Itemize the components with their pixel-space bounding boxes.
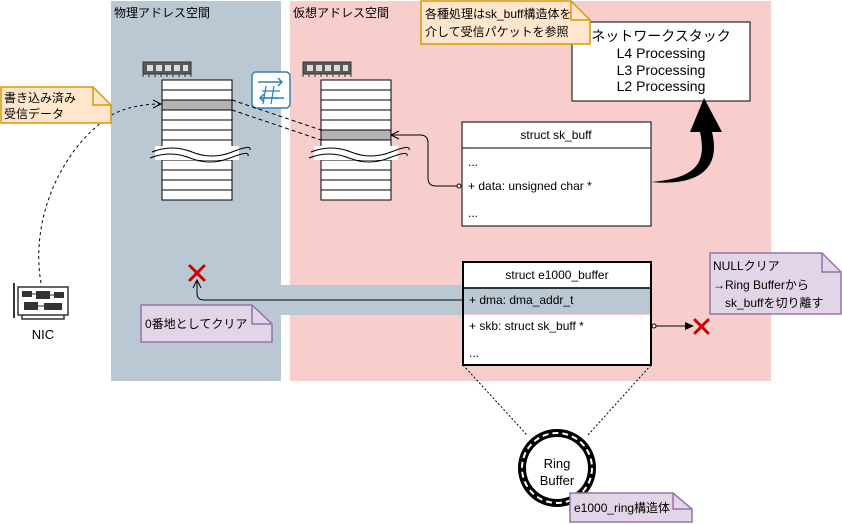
- physical-memory-table: [149, 79, 251, 201]
- null-clear-note-line: sk_buffを切り離す: [725, 296, 823, 310]
- ring-buffer-icon: [518, 429, 596, 507]
- zero-clear-note-text: 0番地としてクリア: [145, 317, 247, 331]
- mapping-line: [231, 99, 322, 131]
- written-data-note-line: 受信データ: [4, 106, 64, 121]
- memory-chip-icon: [302, 61, 352, 77]
- network-layer-label: L4 Processing: [617, 45, 706, 61]
- sk-buff-box: [461, 121, 652, 227]
- cleared-address-icon: [188, 264, 206, 282]
- dma-pointer-arrow: [197, 281, 463, 301]
- ring-struct-note-text: e1000_ring構造体: [574, 501, 670, 515]
- null-clear-note-line: NULLクリア: [713, 259, 780, 273]
- data-pointer-arrow: [392, 135, 461, 187]
- memory-chip-icon: [142, 61, 192, 77]
- e1000-buffer-field: ...: [469, 346, 479, 360]
- e1000-buffer-box: [462, 261, 652, 366]
- ring-buffer-label: Buffer: [540, 473, 575, 488]
- null-pointer-icon: [693, 318, 710, 335]
- network-stack-title: ネットワークスタック: [591, 28, 731, 44]
- processing-ref-note-line: 各種処理はsk_buff構造体を: [425, 6, 571, 21]
- processing-ref-note: [420, 0, 591, 45]
- virtual-memory-table: [308, 79, 410, 201]
- zero-clear-note: [140, 304, 273, 343]
- processing-arrow: [651, 98, 722, 183]
- sk-buff-field: ...: [468, 206, 478, 220]
- virtual-region-label: 仮想アドレス空間: [293, 5, 389, 20]
- network-layer-label: L2 Processing: [617, 78, 706, 94]
- e1000-buffer-field: + dma: dma_addr_t: [469, 293, 574, 307]
- network-layer-label: L3 Processing: [617, 62, 706, 78]
- nic-label: NIC: [32, 327, 54, 342]
- sk-buff-title: struct sk_buff: [520, 128, 592, 142]
- dma-field-band: [463, 288, 651, 314]
- nic-write-curve: [38, 104, 160, 284]
- network-stack-box: [571, 21, 751, 102]
- processing-ref-note-line: 介して受信パケットを参照: [425, 24, 569, 39]
- physical-region-label: 物理アドレス空間: [114, 6, 210, 20]
- e1000-buffer-field: + skb: struct sk_buff *: [469, 319, 584, 333]
- written-data-note: [0, 86, 112, 124]
- e1000-buffer-title: struct e1000_buffer: [505, 268, 608, 282]
- nic-icon: [13, 283, 69, 320]
- null-clear-note-line: →Ring Bufferから: [713, 278, 809, 292]
- ring-struct-note: [569, 492, 693, 523]
- mapping-line: [231, 109, 322, 141]
- address-translation-icon: [251, 71, 291, 109]
- ring-buffer-label: Ring: [544, 456, 571, 471]
- sk-buff-field: + data: unsigned char *: [468, 179, 592, 193]
- written-data-note-line: 書き込み済み: [4, 90, 76, 105]
- null-clear-note: [709, 252, 842, 315]
- sk-buff-field: ...: [468, 155, 478, 169]
